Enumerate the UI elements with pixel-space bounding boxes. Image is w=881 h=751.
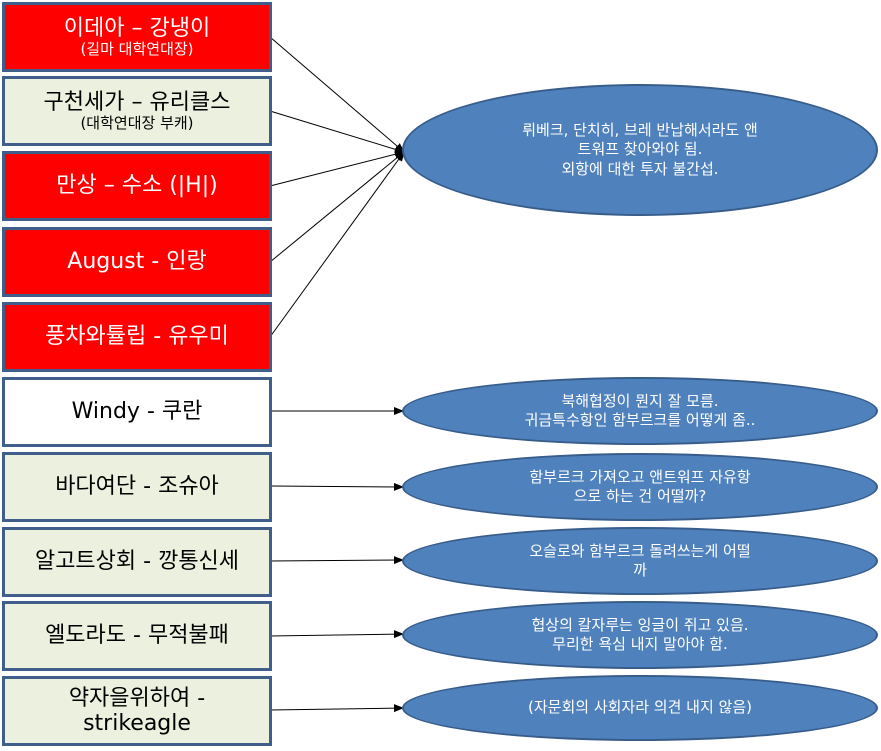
guild-box-1: 이데아 – 강냉이(길마 대학연대장)	[2, 2, 272, 72]
guild-box-6: Windy - 쿠란	[2, 377, 272, 447]
guild-title: 약자을위하여 -	[68, 685, 206, 711]
guild-title: 만상 – 수소 (|H|)	[56, 173, 218, 199]
opinion-line: 트워프 찾아와야 됨.	[577, 140, 703, 159]
guild-title: 바다여단 - 조슈아	[55, 474, 219, 500]
opinion-line: 외항에 대한 투자 불간섭.	[561, 159, 719, 178]
arrow-8	[269, 556, 404, 565]
guild-subtitle: (대학연대장 부캐)	[80, 114, 194, 133]
guild-box-10: 약자을위하여 -strikeagle	[2, 676, 272, 746]
guild-box-3: 만상 – 수소 (|H|)	[2, 151, 272, 221]
opinion-line: 으로 하는 건 어떨까?	[573, 487, 707, 505]
arrow-10	[269, 704, 404, 713]
arrow-3	[269, 150, 405, 187]
opinion-line: 북해협정이 뭔지 잘 모름.	[561, 391, 719, 410]
guild-box-2: 구천세가 – 유리클스(대학연대장 부캐)	[2, 76, 272, 146]
guild-title: August - 인랑	[67, 249, 207, 275]
guild-title: 알고트상회 - 깡통신세	[34, 549, 240, 575]
opinion-line: 무리한 욕심 내지 말아야 함.	[552, 635, 728, 653]
guild-subtitle: (길마 대학연대장)	[80, 40, 194, 59]
arrow-1	[269, 36, 405, 153]
guild-subtitle: strikeagle	[83, 711, 191, 736]
opinion-line: (자문회의 사회자라 의견 내지 않음)	[528, 698, 752, 717]
arrow-7	[269, 482, 404, 491]
opinion-line: 함부르크 가져오고 앤트워프 자유항	[529, 467, 751, 486]
guild-title: Windy - 쿠란	[71, 399, 203, 425]
guild-title: 풍차와튤립 - 유우미	[45, 324, 229, 350]
arrow-2	[269, 110, 405, 154]
guild-box-9: 엘도라도 - 무적불패	[2, 601, 272, 671]
guild-title: 구천세가 – 유리클스	[43, 89, 231, 115]
guild-box-8: 알고트상회 - 깡통신세	[2, 527, 272, 597]
opinion-ellipse-5: 협상의 칼자루는 잉글이 쥐고 있음.무리한 욕심 내지 말아야 함.	[402, 601, 878, 669]
opinion-line: 협상의 칼자루는 잉글이 쥐고 있음.	[531, 615, 749, 634]
opinion-line: 까	[633, 561, 647, 579]
opinion-ellipse-6: (자문회의 사회자라 의견 내지 않음)	[402, 675, 878, 741]
guild-box-5: 풍차와튤립 - 유우미	[2, 302, 272, 372]
opinion-line: 뤼베크, 단치히, 브레 반납해서라도 앤	[522, 120, 758, 139]
arrow-4	[269, 151, 405, 263]
opinion-ellipse-2: 북해협정이 뭔지 잘 모름.귀금특수항인 함부르크를 어떻게 좀..	[402, 377, 878, 445]
guild-box-7: 바다여단 - 조슈아	[2, 452, 272, 522]
arrow-5	[269, 151, 405, 338]
arrow-9	[269, 630, 404, 639]
guild-title: 이데아 – 강냉이	[63, 15, 211, 41]
opinion-line: 오슬로와 함부르크 돌려쓰는게 어떨	[529, 541, 751, 560]
opinion-line: 귀금특수항인 함부르크를 어떻게 좀..	[524, 411, 756, 429]
guild-box-4: August - 인랑	[2, 227, 272, 297]
guild-title: 엘도라도 - 무적불패	[45, 623, 229, 649]
